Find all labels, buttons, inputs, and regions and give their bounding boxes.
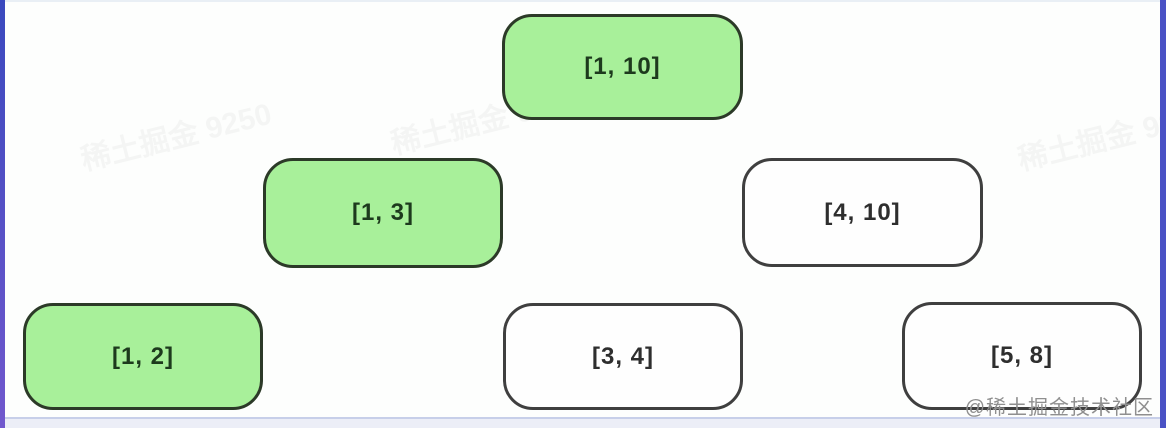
tree-node-label: [1, 2] bbox=[111, 342, 174, 370]
tree-node-1-2: [1, 2] bbox=[23, 303, 263, 410]
left-edge-strip bbox=[0, 0, 5, 428]
credit-watermark: @稀土掘金技术社区 bbox=[964, 397, 1154, 419]
tree-node-1-3: [1, 3] bbox=[263, 158, 503, 268]
tree-node-label: [3, 4] bbox=[591, 342, 654, 370]
tree-node-4-10: [4, 10] bbox=[742, 158, 983, 267]
tree-node-3-4: [3, 4] bbox=[503, 303, 743, 410]
tree-node-5-8: [5, 8] bbox=[902, 302, 1142, 410]
top-edge-strip bbox=[0, 0, 1166, 2]
background-watermark: 稀土掘金 9250 bbox=[1014, 97, 1166, 178]
tree-node-label: [5, 8] bbox=[990, 342, 1053, 369]
tree-node-label: [1, 3] bbox=[351, 199, 414, 226]
bottom-edge-strip bbox=[5, 417, 1160, 428]
tree-node-label: [1, 10] bbox=[584, 53, 661, 80]
tree-node-1-10: [1, 10] bbox=[502, 14, 743, 120]
right-edge-strip bbox=[1160, 0, 1166, 428]
tree-node-label: [4, 10] bbox=[824, 198, 901, 226]
background-watermark: 稀土掘金 9250 bbox=[77, 97, 276, 178]
